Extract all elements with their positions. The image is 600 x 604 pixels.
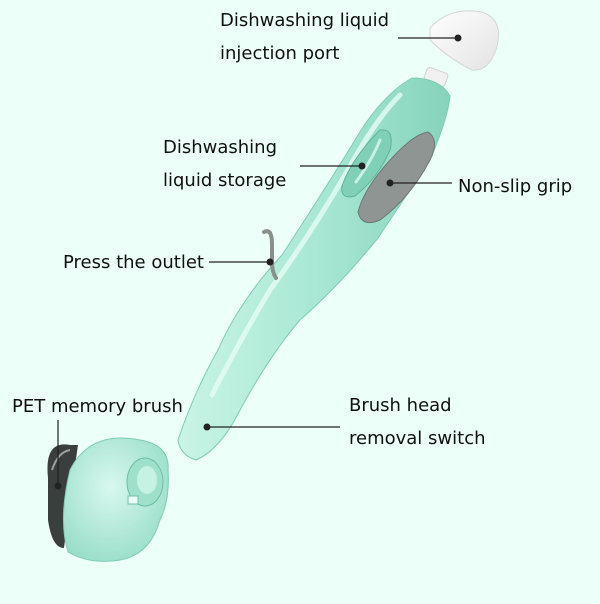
- label-injection-port-line1: Dishwashing liquid: [220, 10, 390, 31]
- cap: [429, 10, 499, 71]
- label-removal-switch: Brush head removal switch: [349, 389, 486, 455]
- label-liquid-storage-line1: Dishwashing: [163, 137, 278, 158]
- leader-lines: [57, 37, 458, 486]
- label-press-outlet: Press the outlet: [63, 252, 204, 273]
- label-liquid-storage-line2: liquid storage: [163, 170, 287, 191]
- label-injection-port-line2: injection port: [220, 43, 340, 64]
- label-pet-brush: PET memory brush: [12, 396, 183, 417]
- label-liquid-storage: Dishwashing liquid storage: [163, 131, 286, 197]
- label-injection-port: Dishwashing liquid injection port: [220, 4, 389, 70]
- label-removal-switch-line2: removal switch: [349, 428, 486, 449]
- label-non-slip-grip: Non-slip grip: [458, 176, 573, 197]
- liquid-storage-window: [341, 129, 392, 198]
- brush-head: [47, 437, 169, 562]
- label-removal-switch-line1: Brush head: [349, 395, 452, 416]
